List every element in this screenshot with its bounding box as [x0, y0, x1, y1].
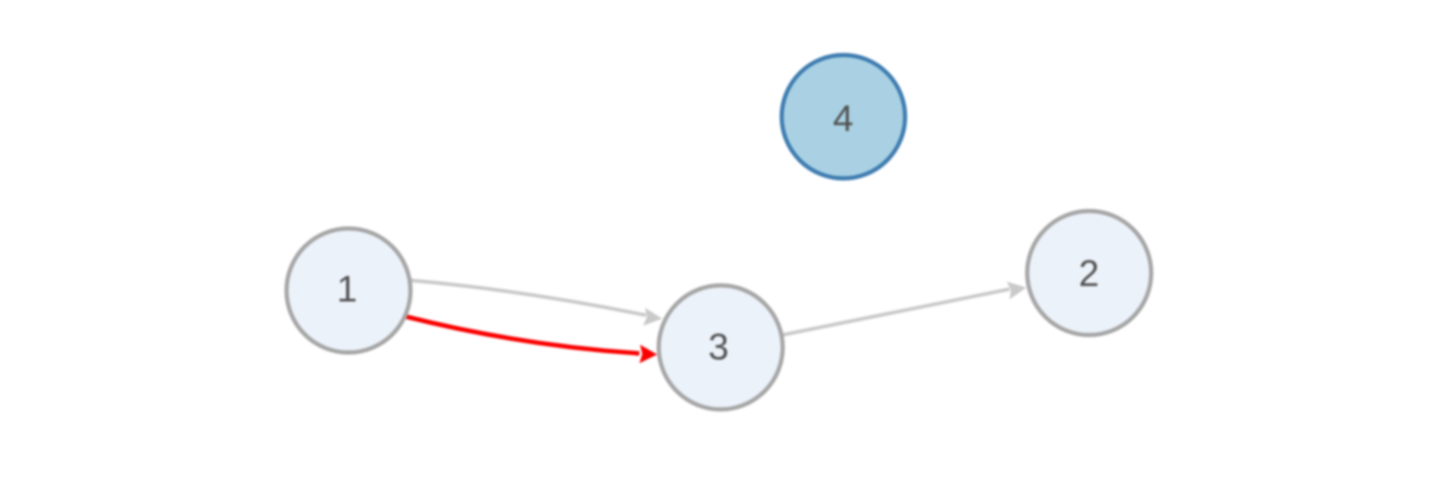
svg-text:4: 4 [833, 98, 854, 139]
svg-text:2: 2 [1079, 253, 1100, 294]
svg-text:3: 3 [708, 327, 729, 368]
svg-text:1: 1 [337, 268, 358, 309]
